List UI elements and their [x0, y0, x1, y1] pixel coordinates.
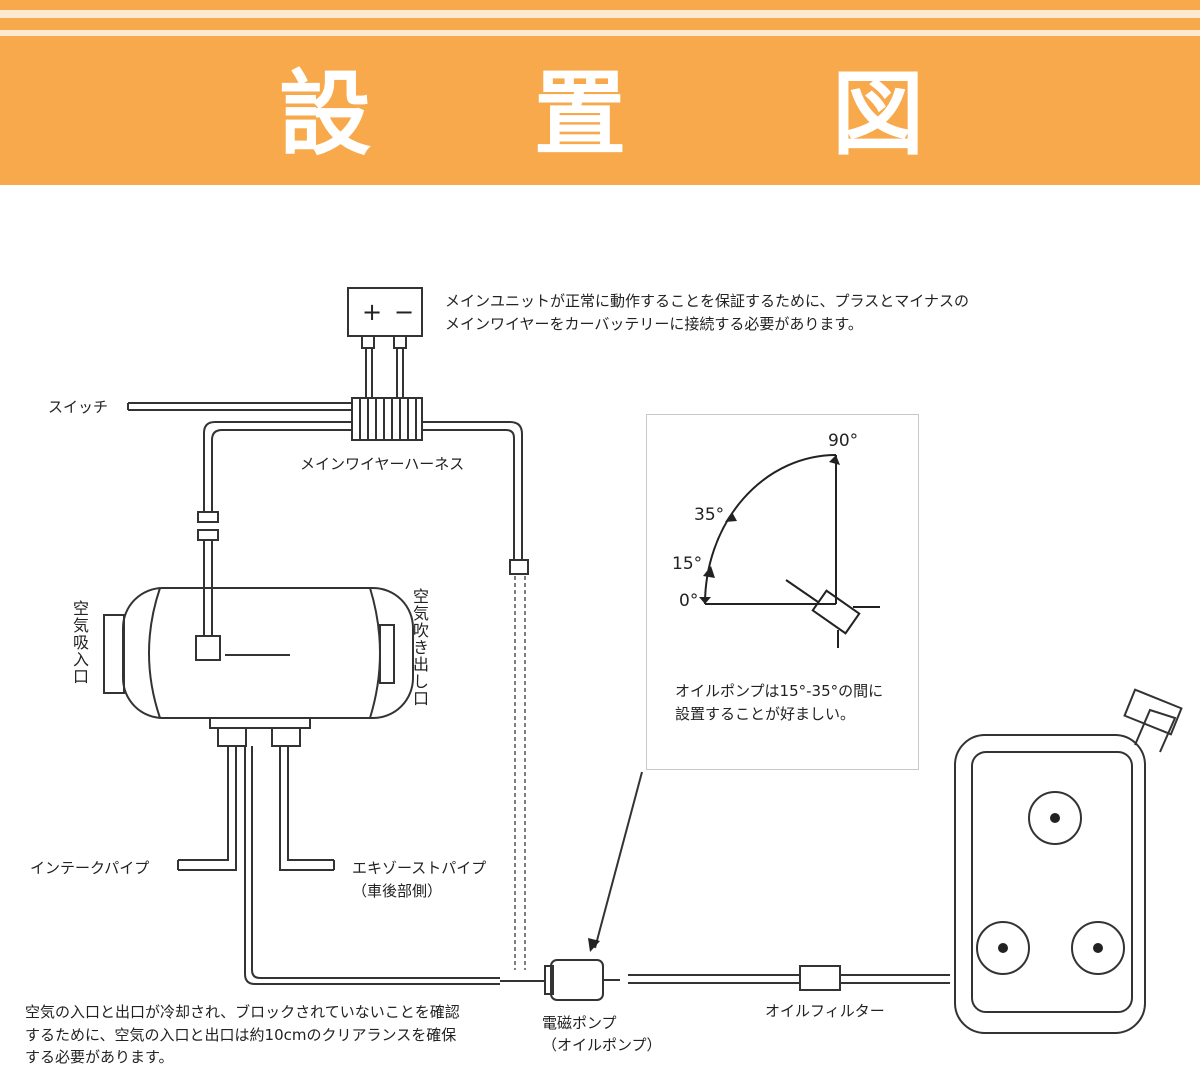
pump-angle-note-line1: オイルポンプは15°-35°の間に	[675, 682, 884, 700]
banner-stripe-mid	[0, 30, 1200, 36]
header-banner: 設 置 図	[0, 0, 1200, 185]
clearance-note-line2: するために、空気の入口と出口は約10cmのクリアランスを確保	[25, 1026, 457, 1044]
pump-angle-inset	[646, 414, 919, 770]
title-char-2: 置	[533, 61, 626, 168]
clearance-note-line1: 空気の入口と出口が冷却され、ブロックされていないことを確認	[25, 1003, 460, 1021]
banner-stripe-top	[0, 10, 1200, 18]
angle-35-label: 35°	[694, 505, 725, 525]
pump-label-2: （オイルポンプ）	[542, 1036, 662, 1054]
angle-0-label: 0°	[679, 591, 699, 611]
fuel-pump	[550, 959, 604, 1001]
exhaust-pipe-label-2: （車後部側）	[352, 882, 443, 900]
angle-90-label: 90°	[828, 431, 859, 451]
oil-filter-label: オイルフィルター	[765, 1002, 885, 1020]
angle-15-label: 15°	[672, 554, 703, 574]
battery	[347, 287, 423, 337]
switch-label: スイッチ	[48, 398, 109, 416]
battery-note-line1: メインユニットが正常に動作することを保証するために、プラスとマイナスの	[445, 292, 969, 310]
air-intake-label: 空気吸入口	[70, 600, 89, 685]
oil-filter	[799, 965, 841, 991]
pump-angle-note-line2: 設置することが好ましい。	[675, 705, 856, 723]
heater-unit	[122, 587, 414, 719]
fuel-tank	[954, 734, 1146, 1034]
air-outlet-label: 空気吹き出し口	[410, 588, 429, 707]
clearance-note-line3: する必要があります。	[25, 1048, 174, 1066]
battery-minus: −	[394, 298, 414, 326]
title-char-1: 設	[278, 61, 371, 168]
title-char-3: 図	[831, 61, 924, 168]
battery-note-line2: メインワイヤーをカーバッテリーに接続する必要があります。	[445, 315, 863, 333]
battery-plus: +	[362, 298, 382, 326]
main-harness-label: メインワイヤーハーネス	[300, 455, 465, 473]
exhaust-pipe-label-1: エキゾーストパイプ	[352, 859, 487, 877]
pump-label-1: 電磁ポンプ	[542, 1014, 617, 1032]
intake-pipe-label: インテークパイプ	[30, 859, 150, 877]
